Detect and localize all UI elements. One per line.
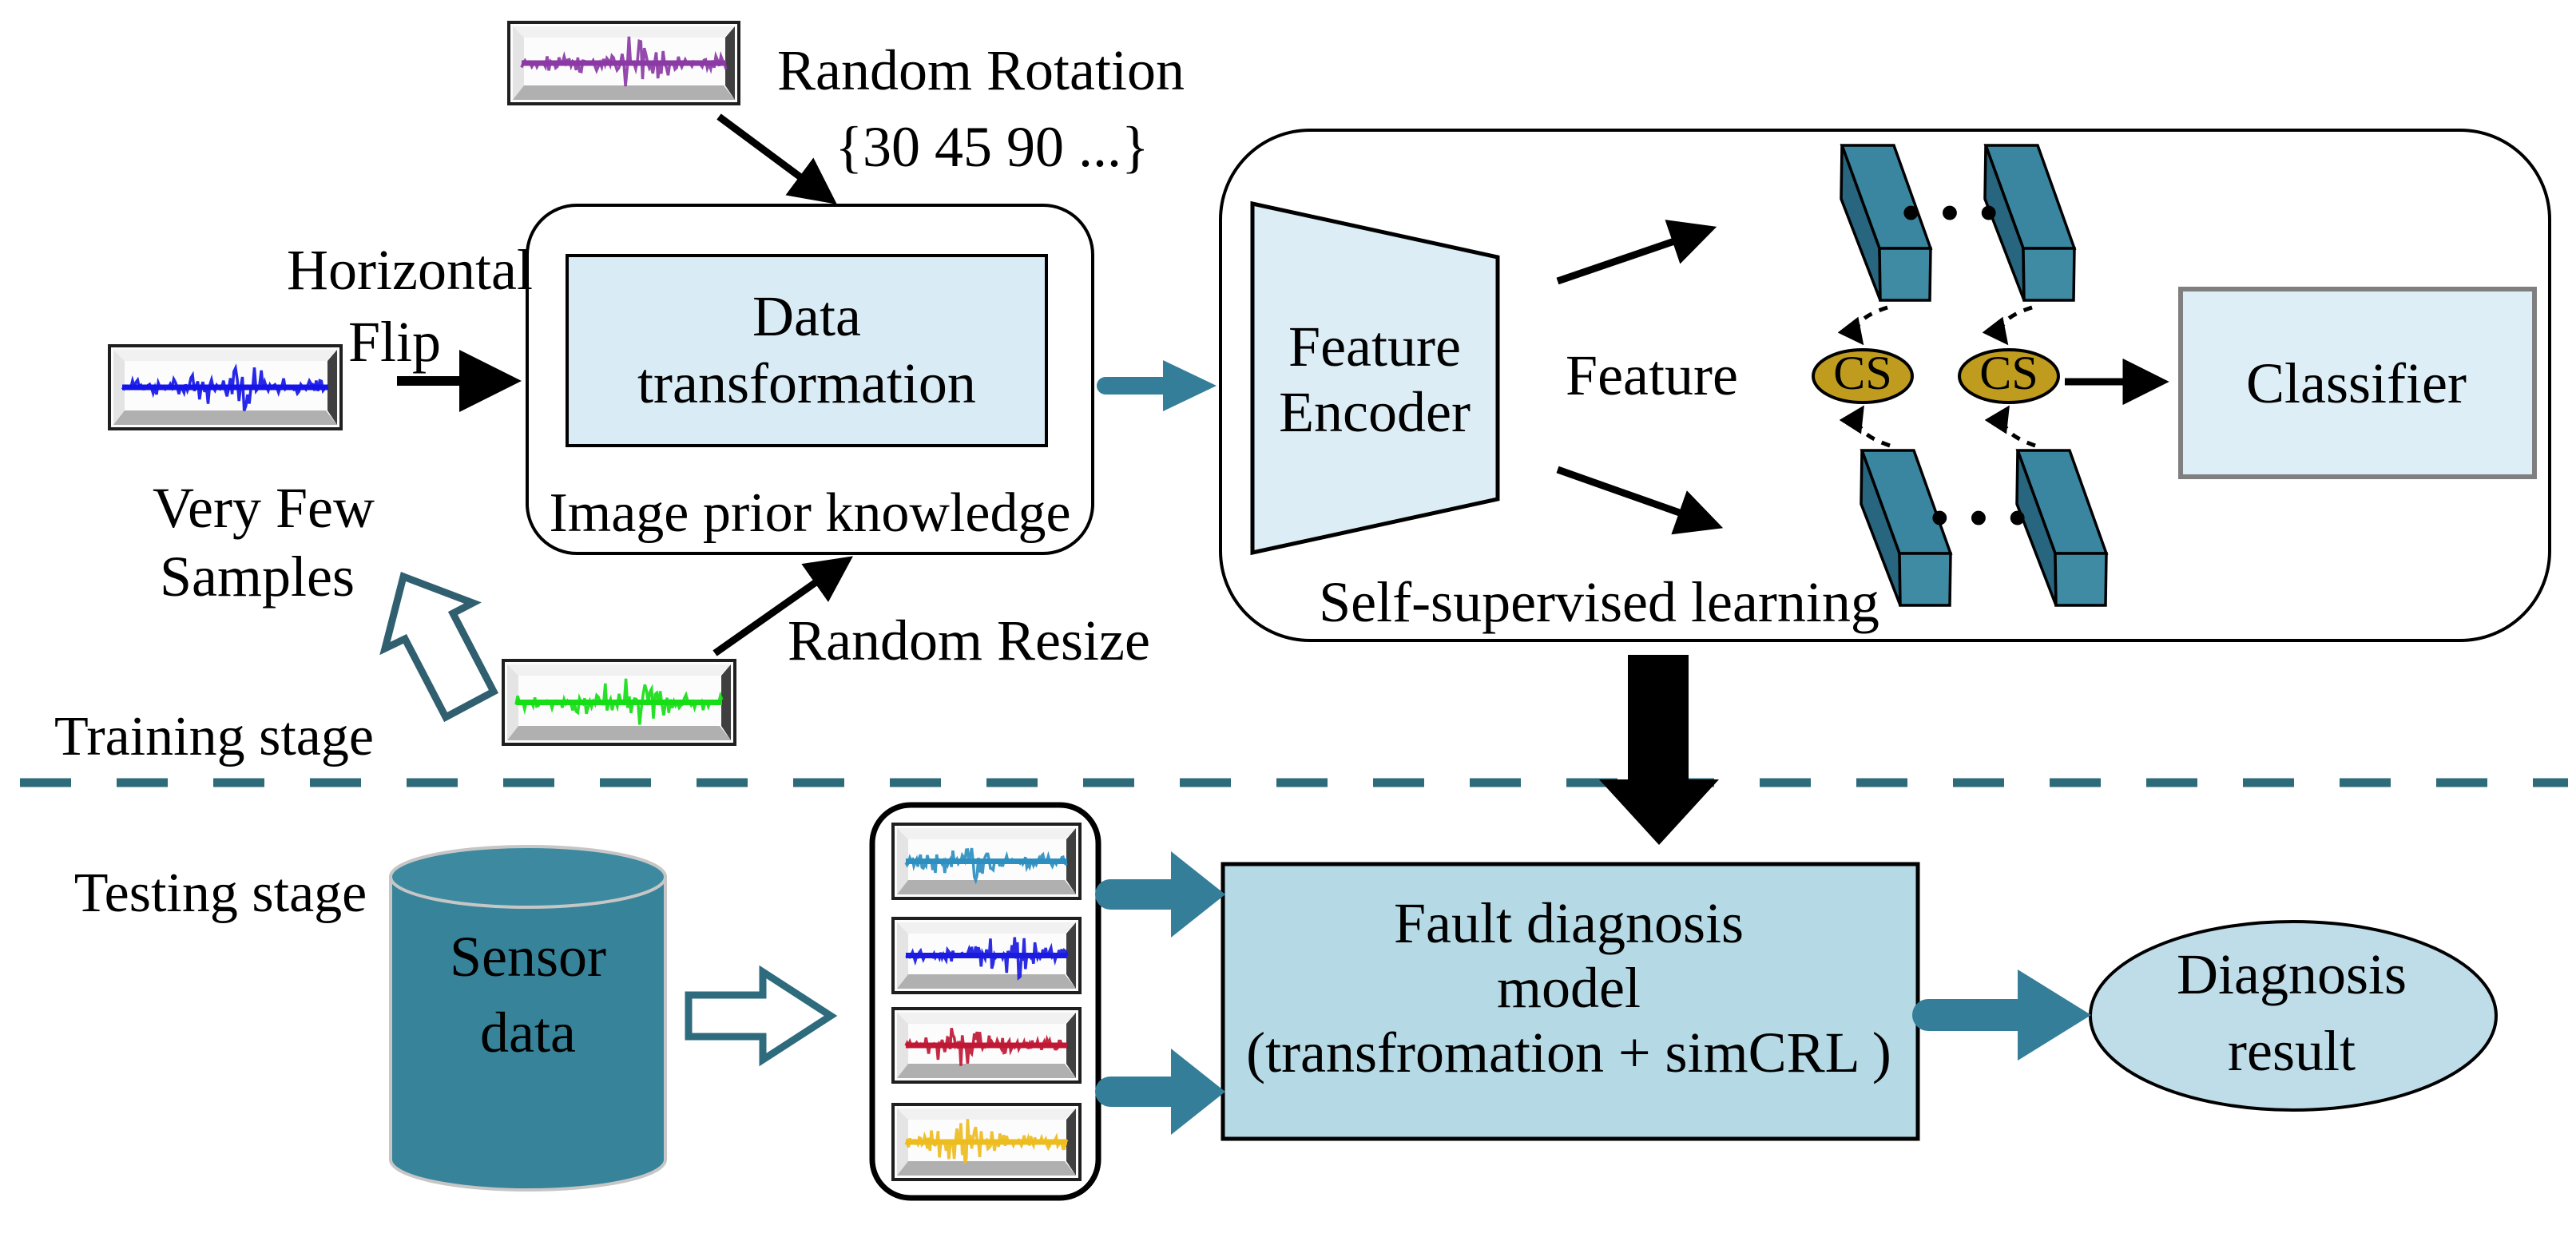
training-stage-label: Training stage [54,706,374,767]
cs-dashed-arcs [1837,305,2036,448]
cs-label-1: CS [1833,347,1892,400]
self-supervised-label: Self-supervised learning [1319,570,1879,634]
signal-tile-rotation [507,21,740,105]
random-rotation-label: Random Rotation [777,38,1185,102]
signal-tile-test-1 [891,823,1082,900]
fault-model-label-1: Fault diagnosis [1393,891,1744,955]
signal-tile-test-4 [891,1103,1082,1181]
sensor-data-cylinder [389,845,667,1192]
black-arrows [397,113,2169,656]
signal-stack-container [869,802,1101,1201]
testing-stage-label: Testing stage [73,862,367,924]
cs-label-2: CS [1979,347,2038,400]
fault-model-label-2: model [1497,956,1641,1020]
very-few-samples-label-1: Very Few [153,476,375,540]
data-transformation-label-1: Data [752,284,861,348]
data-transformation-box [566,254,1048,447]
signal-tile-test-3 [891,1007,1082,1084]
signal-tile-input [108,344,343,430]
signal-tile-resize [502,659,736,746]
signal-tile-test-2 [891,917,1082,994]
sensor-data-label-1: Sensor [450,925,606,989]
ssl-container [1219,129,2551,642]
diagnosis-result-ellipse [2089,920,2498,1112]
horizontal-flip-label-2: Flip [347,310,442,374]
classifier-box [2178,287,2537,479]
classifier-label: Classifier [2246,351,2467,415]
random-resize-label: Random Resize [788,609,1150,672]
few-samples-outline-arrow [379,572,499,723]
ssl-to-fault-arrow [1599,655,1719,845]
ellipsis-dots-top: ··· [1895,164,2014,261]
very-few-samples-label-2: Samples [160,545,355,609]
fault-model-box [1221,862,1920,1141]
diagnosis-result-label-1: Diagnosis [2177,942,2407,1006]
image-prior-knowledge-label: Image prior knowledge [549,482,1071,544]
horizontal-flip-label-1: Horizontal [287,238,533,302]
cs-node-2 [1958,348,2060,404]
fault-model-label-3: (transfromation + simCRL ) [1246,1021,1891,1084]
diagnosis-result-label-2: result [2228,1019,2356,1083]
rotation-angles-label: {30 45 90 ...} [835,115,1149,179]
data-transformation-label-2: transformation [637,351,976,415]
feature-encoder-label-1: Feature [1288,315,1461,379]
sensor-data-label-2: data [480,1001,576,1065]
feature-encoder-label-2: Encoder [1279,380,1471,444]
feature-label: Feature [1566,343,1738,407]
feature-encoder-trapezoid [1250,200,1500,556]
ellipsis-dots-bottom: ··· [1924,469,2042,566]
teal-arrows [1095,360,2091,1135]
sensor-outline-arrow [685,965,838,1067]
cs-node-1 [1812,348,1914,404]
